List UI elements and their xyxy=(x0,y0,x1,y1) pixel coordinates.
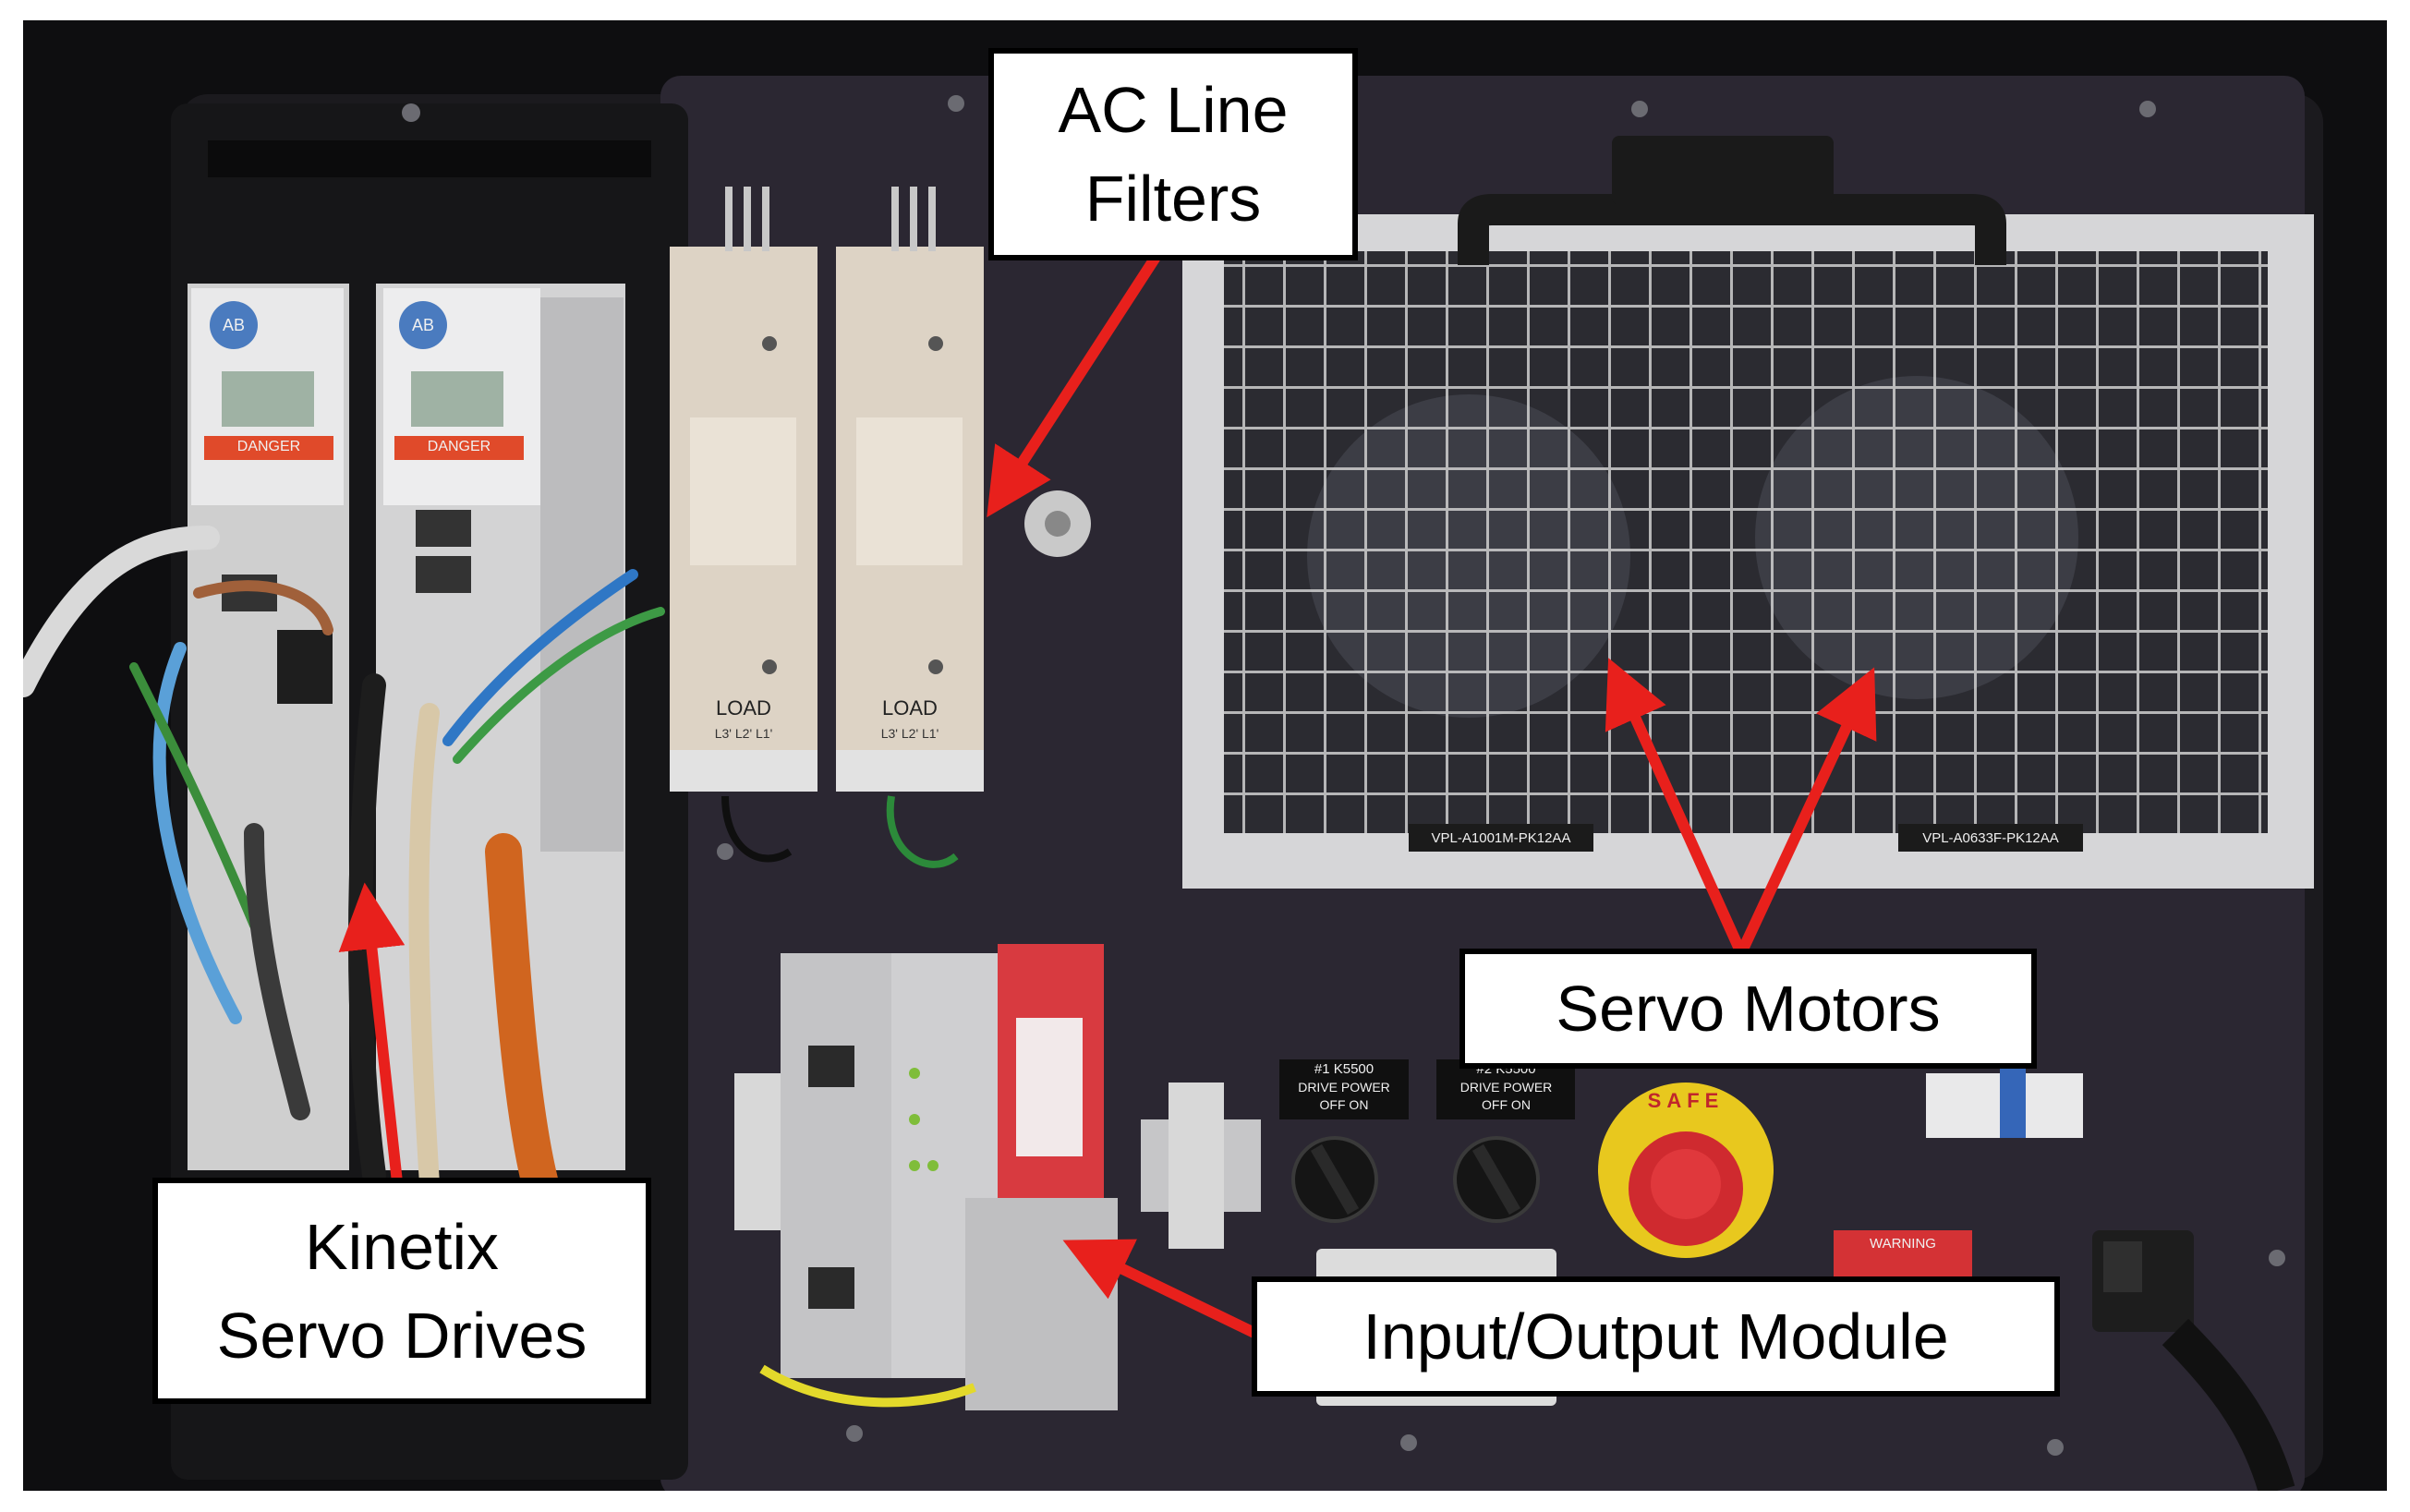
drive-2-brand-text: AB xyxy=(411,316,434,334)
label-kinetix-line2: Servo Drives xyxy=(216,1299,587,1372)
selector-switch-1 xyxy=(1279,1059,1409,1223)
io-module-hardware xyxy=(734,944,1261,1410)
label-servo-motors-text: Servo Motors xyxy=(1556,973,1941,1045)
switch-2-positions: OFF ON xyxy=(1482,1097,1531,1112)
switch-1-positions: OFF ON xyxy=(1319,1097,1369,1112)
ac-line-filter-2 xyxy=(836,187,984,792)
drive-1-brand-text: AB xyxy=(222,316,245,334)
switch-1-title: #1 K5500 xyxy=(1314,1061,1375,1077)
arrow-to-ac-filters xyxy=(987,253,1160,518)
label-kinetix-servo-drives: Kinetix Servo Drives xyxy=(152,1178,651,1404)
filter-1-load-text: LOAD xyxy=(716,696,771,720)
warning-label: WARNING xyxy=(1870,1236,1936,1252)
ac-line-filter-1 xyxy=(670,187,817,792)
label-io-module: Input/Output Module xyxy=(1252,1276,2060,1397)
arrow-to-servo-motor-right xyxy=(1736,667,1877,959)
label-servo-motors: Servo Motors xyxy=(1459,949,2037,1069)
label-kinetix-line1: Kinetix xyxy=(304,1210,500,1283)
filter-2-load-text: LOAD xyxy=(882,696,938,720)
drive-2-danger-text: DANGER xyxy=(427,439,491,454)
switch-2-sub: DRIVE POWER xyxy=(1459,1080,1553,1095)
control-panel-photo: LOAD LOAD L3' L2' L1' L3' L2' L1' AB AB … xyxy=(23,20,2387,1491)
label-ac-line-filters-line1: AC Line xyxy=(1058,74,1289,146)
emergency-stop xyxy=(1598,1083,1774,1258)
drive-1-danger-text: DANGER xyxy=(236,439,301,454)
filter-2-terminal-text: L3' L2' L1' xyxy=(880,726,939,741)
label-io-module-text: Input/Output Module xyxy=(1362,1300,1949,1373)
servo-motor-cage xyxy=(1182,214,2314,889)
panel-artwork xyxy=(23,20,2387,1491)
arrow-to-servo-motor-left xyxy=(1605,658,1747,959)
motor-tag-left: VPL-A1001M-PK12AA xyxy=(1431,830,1571,846)
switch-1-sub: DRIVE POWER xyxy=(1298,1080,1390,1095)
estop-text: SAFE xyxy=(1647,1089,1725,1112)
selector-switch-2 xyxy=(1436,1059,1575,1223)
label-ac-line-filters-line2: Filters xyxy=(1084,163,1262,235)
label-ac-line-filters: AC Line Filters xyxy=(988,48,1358,260)
annotation-arrows xyxy=(338,253,1877,1339)
arrow-to-io-module xyxy=(1062,1239,1262,1339)
filter-1-terminal-text: L3' L2' L1' xyxy=(714,726,773,741)
motor-tag-right: VPL-A0633F-PK12AA xyxy=(1922,830,2059,846)
arrow-to-servo-drives xyxy=(338,882,406,1188)
